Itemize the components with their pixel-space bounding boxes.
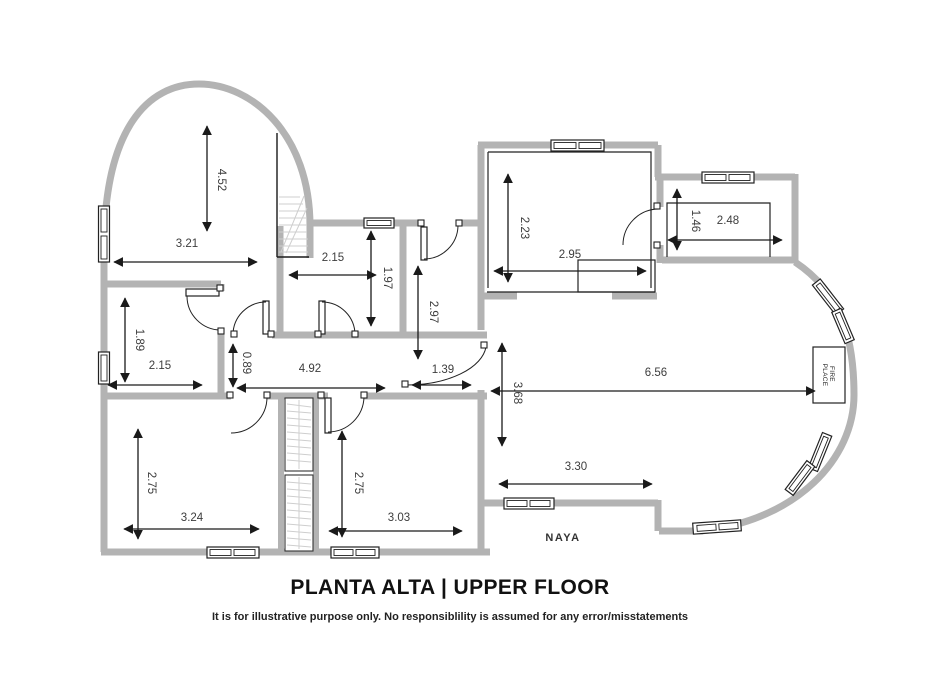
dim-left-room-width: 2.15 bbox=[149, 360, 171, 372]
dimension-labels: 4.52 3.21 2.15 1.97 2.97 1.39 2.15 1.89 … bbox=[133, 169, 739, 524]
dim-tr-room-width: 2.95 bbox=[559, 249, 581, 261]
dim-left-room-height: 1.89 bbox=[133, 329, 145, 351]
dim-mid-room-width: 2.15 bbox=[322, 252, 344, 264]
window-left-upper bbox=[97, 205, 111, 263]
door-corridor-top bbox=[417, 219, 463, 261]
window-bottom-mid bbox=[330, 546, 380, 559]
window-left-lower bbox=[97, 351, 111, 385]
stair-treads-upper bbox=[286, 400, 312, 469]
winder-stair-treads bbox=[279, 195, 308, 254]
door-small-room bbox=[622, 202, 661, 249]
dim-bl-room-width: 3.24 bbox=[181, 512, 204, 524]
dim-corridor-height: 2.97 bbox=[427, 301, 439, 323]
dim-living-width: 6.56 bbox=[645, 367, 667, 379]
dim-bl-room-height: 2.75 bbox=[145, 472, 157, 494]
stair-shaft-walls bbox=[278, 393, 319, 552]
mid-room-walls bbox=[272, 226, 487, 339]
fireplace: FIRE PLACE bbox=[812, 346, 846, 404]
dimension-arrows bbox=[107, 125, 816, 540]
winder-stairs bbox=[276, 133, 309, 258]
dim-naya-width: 3.30 bbox=[565, 461, 587, 473]
stair-treads-lower bbox=[286, 477, 312, 549]
dim-arch-height: 4.52 bbox=[215, 169, 227, 191]
door-alcove bbox=[230, 300, 275, 338]
left-room-walls bbox=[102, 280, 225, 396]
window-bottom-left bbox=[206, 546, 260, 559]
dim-closet-room-height: 1.46 bbox=[689, 210, 701, 232]
window-top-double bbox=[550, 139, 605, 152]
dim-arch-width: 3.21 bbox=[176, 238, 198, 250]
door-mid-room bbox=[314, 300, 359, 338]
dim-hall-height: 0.89 bbox=[240, 352, 252, 374]
window-bay-bottom bbox=[692, 519, 742, 535]
plan-disclaimer: It is for illustrative purpose only. No … bbox=[212, 611, 688, 623]
naya-label: NAYA bbox=[545, 532, 580, 544]
window-corridor bbox=[363, 217, 395, 229]
living-closet bbox=[577, 259, 656, 293]
plan-title: PLANTA ALTA | UPPER FLOOR bbox=[290, 576, 610, 599]
dim-mid-room-height: 1.97 bbox=[381, 267, 393, 289]
dim-tr-room-height: 2.23 bbox=[518, 217, 530, 239]
inner-faces bbox=[487, 151, 771, 293]
fireplace-label: FIRE PLACE bbox=[821, 364, 835, 387]
window-naya bbox=[503, 497, 555, 510]
door-left-room bbox=[185, 284, 225, 335]
arch-wall bbox=[100, 80, 314, 251]
door-room-bm bbox=[317, 391, 368, 434]
dim-bm-room-width: 3.03 bbox=[388, 512, 410, 524]
windows bbox=[97, 139, 856, 559]
small-room-inner-face bbox=[666, 202, 771, 257]
window-bay-2 bbox=[830, 307, 856, 345]
dim-living-height: 3.68 bbox=[511, 382, 523, 404]
dim-corridor-width: 1.39 bbox=[432, 364, 454, 376]
window-bay-4 bbox=[784, 459, 816, 497]
dim-closet-room-width: 2.48 bbox=[717, 215, 739, 227]
dim-bm-room-height: 2.75 bbox=[352, 472, 364, 494]
door-room-bl bbox=[226, 391, 271, 434]
dim-hall-width: 4.92 bbox=[299, 363, 321, 375]
window-small-room bbox=[701, 171, 755, 184]
walls bbox=[100, 80, 858, 556]
living-room-walls bbox=[477, 141, 662, 552]
stair-shaft bbox=[284, 397, 314, 552]
